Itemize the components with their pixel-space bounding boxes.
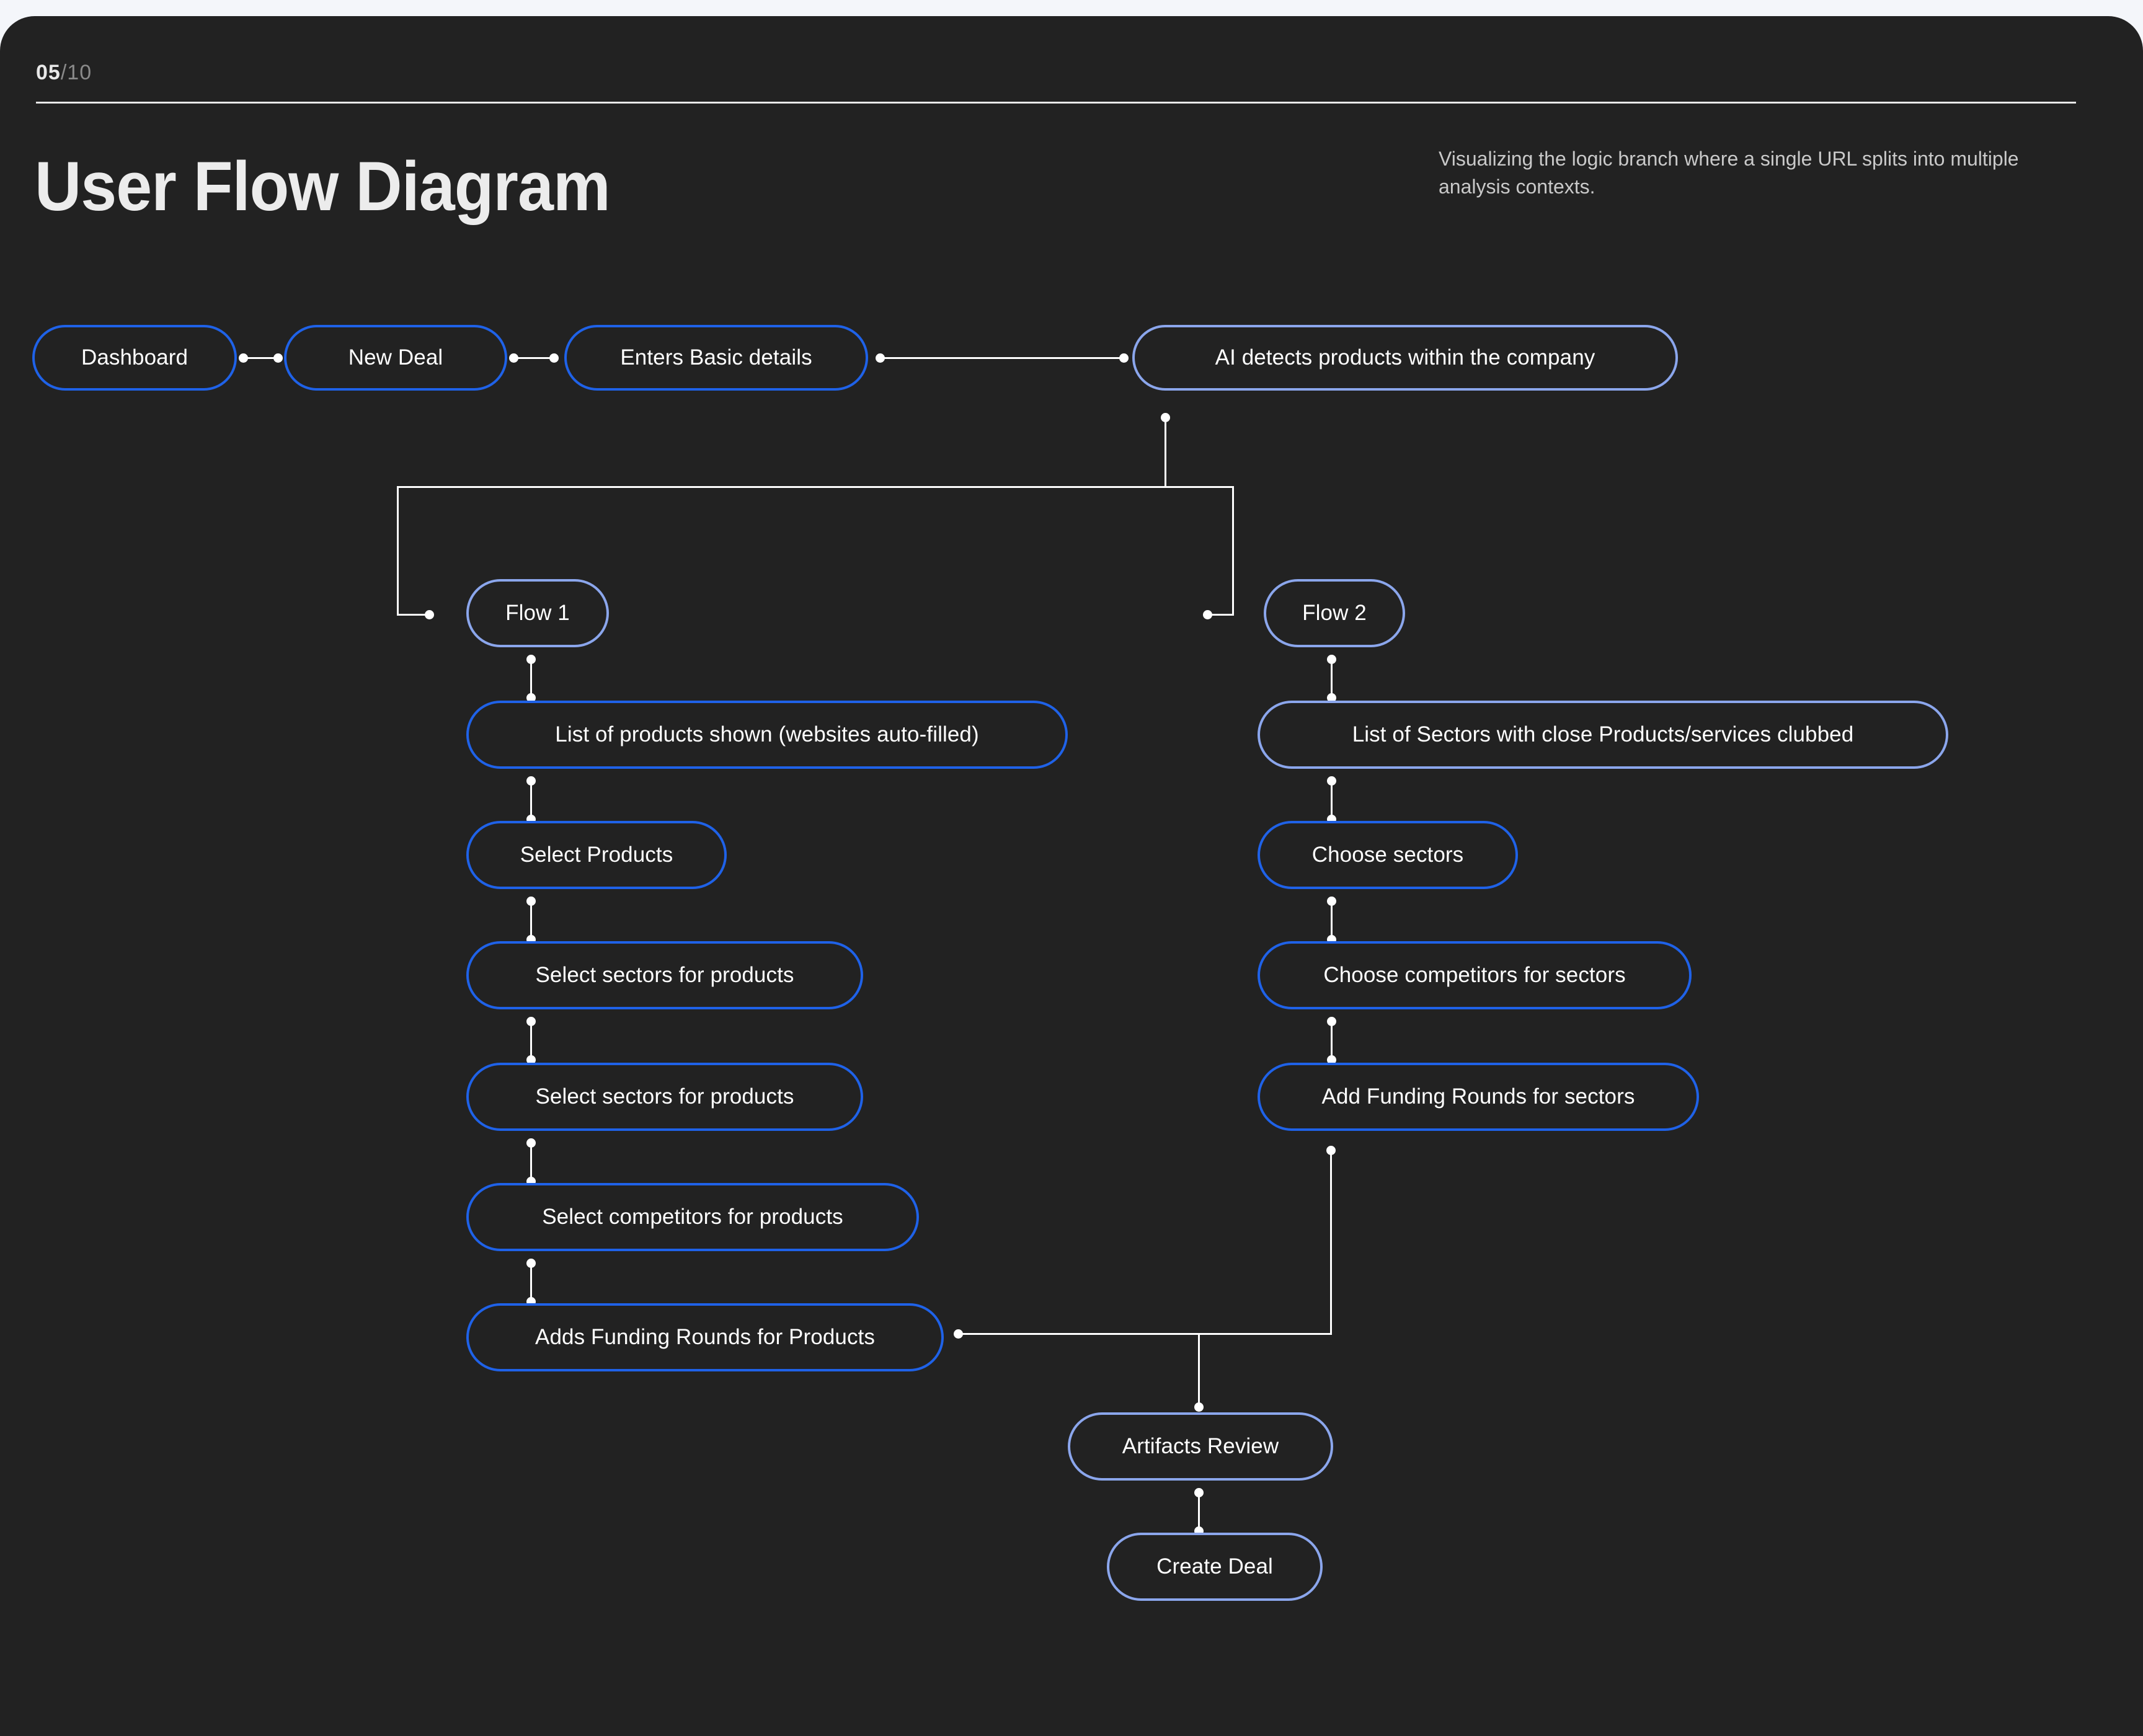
- node-list-of-sectors-clubbed[interactable]: List of Sectors with close Products/serv…: [1258, 701, 1948, 769]
- flow-diagram-canvas: Dashboard New Deal Enters Basic details …: [0, 16, 2143, 1736]
- edge-dot-start: [239, 353, 248, 363]
- branch-stub-right: [1206, 614, 1234, 616]
- edge-dot-start: [526, 655, 536, 664]
- branch-arrow-dot-right: [1203, 610, 1212, 619]
- node-select-sectors-for-products-2[interactable]: Select sectors for products: [466, 1063, 863, 1131]
- edge-competitors-to-funding-products: [530, 1262, 532, 1302]
- node-add-funding-rounds-for-sectors[interactable]: Add Funding Rounds for sectors: [1258, 1063, 1699, 1131]
- slide-panel: 05/10 User Flow Diagram Visualizing the …: [0, 16, 2143, 1736]
- edge-dot-start: [1327, 1017, 1336, 1026]
- node-create-deal[interactable]: Create Deal: [1107, 1533, 1323, 1601]
- branch-drop-left: [397, 486, 399, 615]
- edge-dashboard-to-new-deal: [242, 357, 280, 359]
- branch-horizontal-bus: [397, 486, 1234, 488]
- edge-dot-end: [273, 353, 283, 363]
- branch-stub-left: [397, 614, 428, 616]
- edge-dot-start: [526, 897, 536, 906]
- node-flow-2[interactable]: Flow 2: [1264, 579, 1405, 647]
- edge-dot-start: [1327, 897, 1336, 906]
- merge-vertical-right: [1330, 1151, 1332, 1333]
- edge-flow2-to-sectors-list: [1331, 658, 1333, 699]
- edge-select-products-to-sectors-1: [530, 900, 532, 940]
- node-adds-funding-rounds-for-products[interactable]: Adds Funding Rounds for Products: [466, 1303, 944, 1371]
- edge-new-deal-to-basic-details: [513, 357, 558, 359]
- node-artifacts-review[interactable]: Artifacts Review: [1068, 1412, 1333, 1481]
- branch-arrow-dot-left: [425, 610, 434, 619]
- edge-dot-start: [876, 353, 885, 363]
- page-subtitle: Visualizing the logic branch where a sin…: [1439, 148, 2019, 198]
- node-choose-sectors[interactable]: Choose sectors: [1258, 821, 1518, 889]
- node-choose-competitors-for-sectors[interactable]: Choose competitors for sectors: [1258, 941, 1692, 1009]
- node-select-products[interactable]: Select Products: [466, 821, 727, 889]
- edge-dot-start: [526, 1017, 536, 1026]
- edge-dot-start: [1327, 655, 1336, 664]
- node-select-competitors-for-products[interactable]: Select competitors for products: [466, 1183, 919, 1251]
- node-list-of-products-shown[interactable]: List of products shown (websites auto-fi…: [466, 701, 1068, 769]
- edge-dot-start: [1327, 776, 1336, 786]
- page-title: User Flow Diagram: [35, 148, 611, 225]
- edge-sectors-list-to-choose-sectors: [1331, 780, 1333, 820]
- edge-sectors-2-to-competitors: [530, 1142, 532, 1182]
- node-ai-detects-products[interactable]: AI detects products within the company: [1132, 325, 1678, 391]
- header-divider: [36, 102, 2076, 104]
- edge-basic-details-to-ai-detects: [879, 357, 1127, 359]
- edge-sectors-1-to-sectors-2: [530, 1021, 532, 1060]
- edge-dot-start: [526, 776, 536, 786]
- node-enters-basic-details[interactable]: Enters Basic details: [564, 325, 868, 391]
- node-new-deal[interactable]: New Deal: [284, 325, 507, 391]
- edge-dot-start: [509, 353, 518, 363]
- merge-arrow-dot-down: [1194, 1402, 1204, 1412]
- branch-origin-dot: [1161, 413, 1170, 422]
- edge-artifacts-to-create-deal: [1198, 1492, 1200, 1531]
- merge-origin-dot: [1326, 1146, 1336, 1155]
- merge-horizontal: [958, 1333, 1332, 1335]
- branch-drop-right: [1232, 486, 1234, 615]
- edge-choose-comps-to-funding-sectors: [1331, 1021, 1333, 1060]
- node-select-sectors-for-products-1[interactable]: Select sectors for products: [466, 941, 863, 1009]
- page-number-current: 05: [36, 61, 61, 84]
- branch-trunk-vertical: [1165, 418, 1166, 487]
- edge-dot-end: [1119, 353, 1129, 363]
- page-number-separator: /: [60, 61, 68, 84]
- edge-products-list-to-select-products: [530, 780, 532, 820]
- edge-dot-start: [526, 1259, 536, 1268]
- edge-choose-sectors-to-choose-comps: [1331, 900, 1333, 940]
- edge-dot-start: [526, 1138, 536, 1148]
- edge-dot-start: [1194, 1488, 1204, 1497]
- edge-flow1-to-products-list: [530, 658, 532, 699]
- page-number: 05/10: [36, 61, 92, 85]
- edge-dot-end: [549, 353, 559, 363]
- node-flow-1[interactable]: Flow 1: [466, 579, 609, 647]
- page-number-total: 10: [67, 61, 92, 84]
- merge-drop-to-artifacts: [1198, 1333, 1200, 1406]
- merge-arrow-dot-left: [954, 1329, 963, 1339]
- node-dashboard[interactable]: Dashboard: [32, 325, 237, 391]
